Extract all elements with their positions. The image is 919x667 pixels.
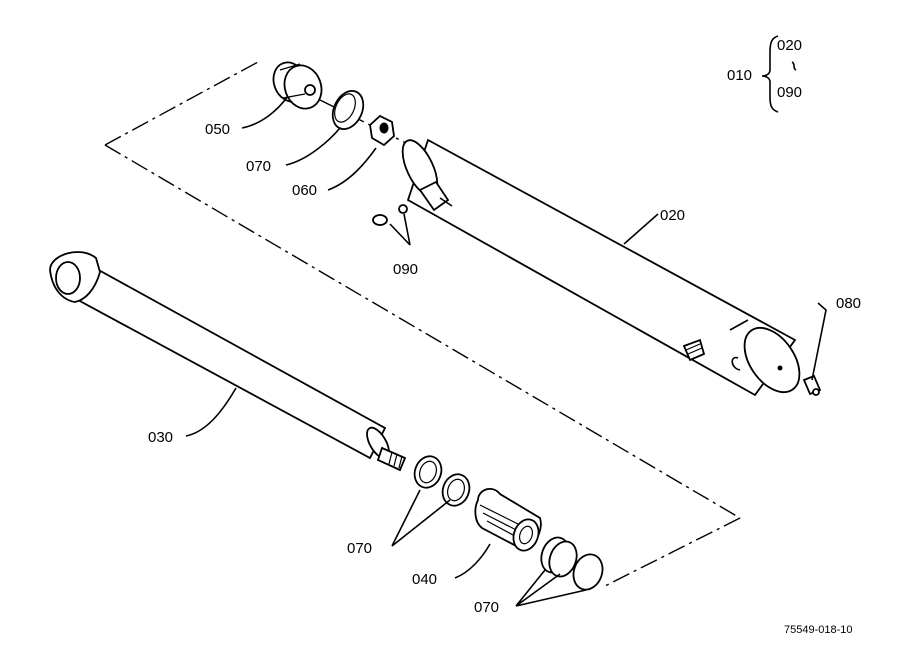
leader-lines bbox=[185, 95, 827, 607]
callout-020: 020 bbox=[660, 207, 685, 224]
assembly-parent-label: 010 bbox=[727, 67, 752, 84]
small-parts-090 bbox=[372, 204, 408, 226]
callout-040: 040 bbox=[412, 571, 437, 588]
assembly-range-start-label: 020 bbox=[777, 37, 802, 54]
tube-port-fitting bbox=[682, 338, 706, 362]
assembly-range-end-label: 090 bbox=[777, 84, 802, 101]
piston-rod bbox=[49, 251, 407, 472]
callout-labels: 050 070 060 090 020 080 030 070 040 070 bbox=[148, 121, 861, 616]
callout-070-bottom: 070 bbox=[474, 599, 499, 616]
callout-090: 090 bbox=[393, 261, 418, 278]
nut-060 bbox=[369, 114, 395, 147]
callout-070-top: 070 bbox=[246, 158, 271, 175]
callout-060: 060 bbox=[292, 182, 317, 199]
grease-nipple-080 bbox=[802, 374, 822, 396]
callout-030: 030 bbox=[148, 429, 173, 446]
gland-050 bbox=[272, 61, 323, 110]
assembly-key: 010 020 090 bbox=[727, 35, 802, 113]
callout-080: 080 bbox=[836, 295, 861, 312]
piston-040 bbox=[474, 487, 542, 552]
seal-ring-top bbox=[331, 90, 365, 130]
figure-reference-code: 75549-018-10 bbox=[784, 624, 853, 636]
callout-070-mid: 070 bbox=[347, 540, 372, 557]
cylinder-tube bbox=[401, 138, 801, 397]
callout-050: 050 bbox=[205, 121, 230, 138]
seal-rings-bottom bbox=[540, 536, 604, 591]
seal-rings-middle bbox=[413, 455, 471, 507]
